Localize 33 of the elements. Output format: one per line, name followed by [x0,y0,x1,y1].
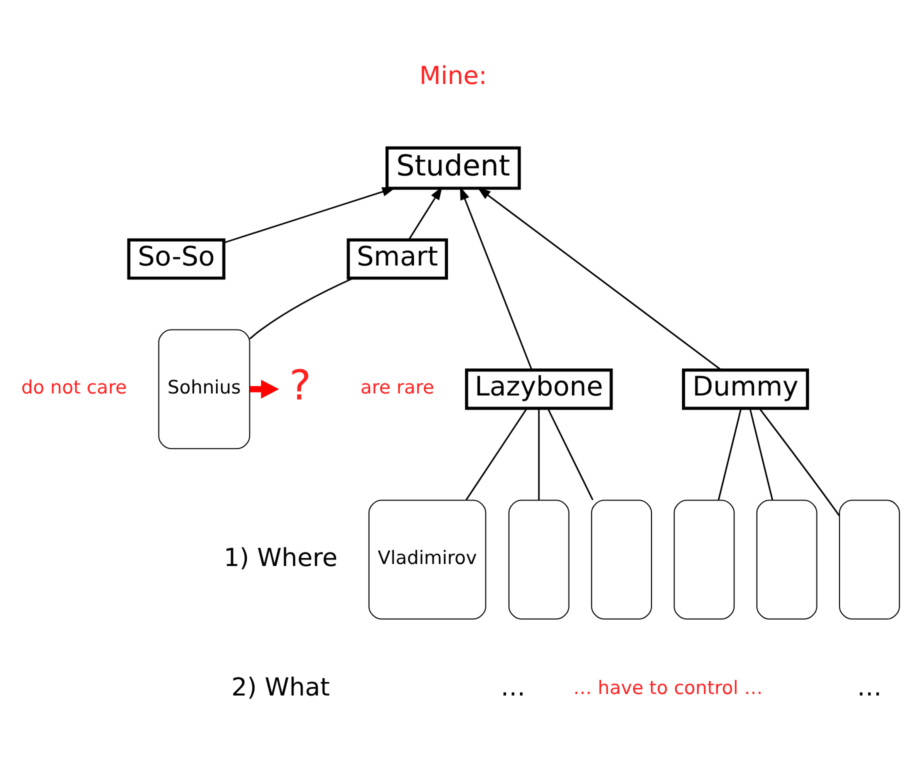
connector [249,277,354,340]
connector [758,408,840,516]
label: do not care [21,378,127,399]
arrow [224,187,396,244]
arrow [250,380,280,399]
arrow [477,187,722,371]
label: 1) Where [224,543,338,572]
label: 2) What [231,672,330,702]
label: Mine: [419,61,487,90]
connector [718,408,742,500]
node-text: ? [289,362,312,410]
label: … have to control … [573,678,763,699]
connector [749,408,774,500]
connector [547,408,594,500]
label: are rare [360,378,434,399]
label: … [500,672,526,702]
arrow [460,186,533,370]
node-box [674,500,735,620]
node-box: Vladimirov [368,500,486,620]
arrow [408,186,442,240]
node-box: Lazybone [465,368,613,410]
node-box [756,500,818,620]
node-box [508,500,570,620]
node-box [839,500,900,620]
label: … [857,672,882,702]
connector [466,408,528,500]
node-box [591,500,652,620]
node-box: Dummy [682,368,810,410]
node-box: Sohnius [158,329,250,450]
node-box: So-So [127,238,226,280]
node-box: Student [386,146,521,190]
node-box: Smart [346,238,448,280]
connector [538,408,540,500]
